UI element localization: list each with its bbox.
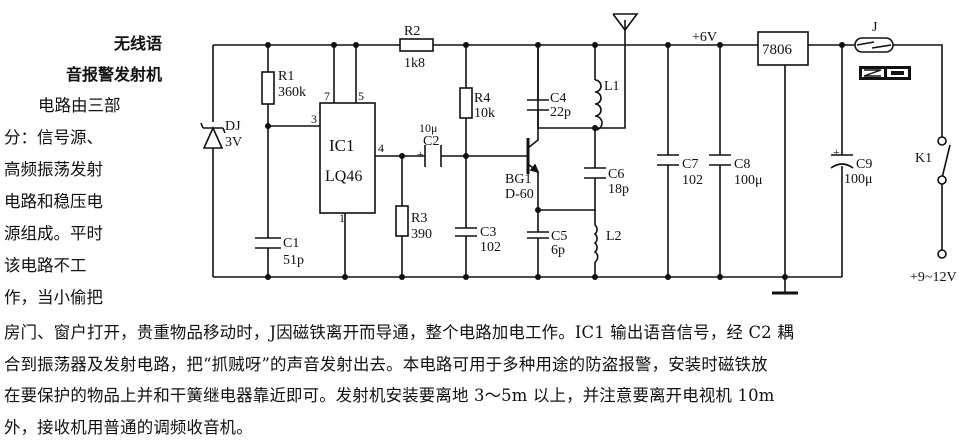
ic1-box: [320, 103, 375, 213]
c9-value: 100μ: [844, 172, 873, 187]
c6-ref: C6: [608, 167, 624, 182]
ic1-ref: IC1: [329, 136, 355, 155]
dj-value: 3V: [225, 135, 242, 150]
c3-ref: C3: [480, 225, 496, 240]
ic1-part: LQ46: [325, 168, 362, 185]
c9-polarity: +: [833, 145, 840, 159]
c3-value: 102: [480, 240, 501, 255]
dj-ref: DJ: [225, 119, 241, 134]
c5-ref: C5: [551, 229, 567, 244]
l1-ref: L1: [604, 79, 620, 94]
c4-ref: C4: [550, 91, 566, 106]
body-line: 合到振荡器及发射电路，把“抓贼呀”的声音发射出去。本电路可用于多种用途的防盗报警…: [4, 349, 970, 381]
regulator-label: 7806: [762, 42, 793, 58]
c8-value: 100μ: [734, 173, 763, 188]
j-ref: J: [872, 20, 878, 35]
resistor-r4: [460, 88, 472, 118]
k1-ref: K1: [915, 151, 932, 166]
r2-ref: R2: [404, 24, 420, 39]
body-line: 房门、窗户打开，贵重物品移动时，J因磁铁离开而导通，整个电路加电工作。IC1 输…: [4, 317, 970, 349]
c6-value: 18p: [608, 182, 629, 197]
r4-ref: R4: [474, 91, 490, 106]
c1-value: 51p: [283, 253, 304, 268]
r3-value: 390: [411, 227, 432, 242]
ic1-pin-4: 4: [378, 141, 384, 155]
supply-label: +9~12V: [910, 270, 957, 285]
c8-ref: C8: [734, 157, 750, 172]
c2-value: 10μ: [419, 121, 437, 135]
r1-value: 360k: [278, 85, 306, 100]
body-line: 外，接收机用普通的调频收音机。: [4, 412, 970, 443]
c9-ref: C9: [856, 157, 872, 172]
ic1-pin-5: 5: [358, 89, 364, 103]
c1-ref: C1: [283, 236, 299, 251]
r3-ref: R3: [411, 211, 427, 226]
resistor-r1: [262, 72, 274, 104]
r4-value: 10k: [474, 106, 495, 121]
ic1-pin-3: 3: [311, 112, 317, 126]
body-paragraph: 房门、窗户打开，贵重物品移动时，J因磁铁离开而导通，整个电路加电工作。IC1 输…: [4, 317, 970, 443]
bg1-part: D-60: [505, 187, 534, 202]
c7-value: 102: [682, 173, 703, 188]
r2-value: 1k8: [404, 56, 425, 71]
r1-ref: R1: [278, 69, 294, 84]
c5-value: 6p: [551, 243, 565, 258]
c2-ref: C2: [423, 134, 439, 149]
switch-k1: [942, 145, 950, 178]
resistor-r3: [396, 206, 408, 236]
inductor-l2: [595, 225, 598, 262]
l2-ref: L2: [606, 229, 622, 244]
ic1-pin-1: 1: [339, 211, 345, 225]
c2-polarity: +: [417, 147, 424, 161]
zener-diode-dj: [204, 128, 222, 148]
c7-ref: C7: [682, 157, 698, 172]
c4-value: 22p: [550, 105, 571, 120]
bg1-ref: BG1: [505, 172, 531, 187]
body-line: 在要保护的物品上并和干簧继电器靠近即可。发射机安装要离地 3～5m 以上，并注意…: [4, 380, 970, 412]
resistor-r2: [400, 39, 433, 51]
ic1-pin-7: 7: [324, 89, 330, 103]
rail-label: +6V: [692, 30, 717, 45]
inductor-l1: [595, 80, 602, 130]
circuit-schematic: DJ 3V R1 360k C1 51p 7 5 3 4 1 IC1 LQ46 …: [0, 0, 975, 320]
